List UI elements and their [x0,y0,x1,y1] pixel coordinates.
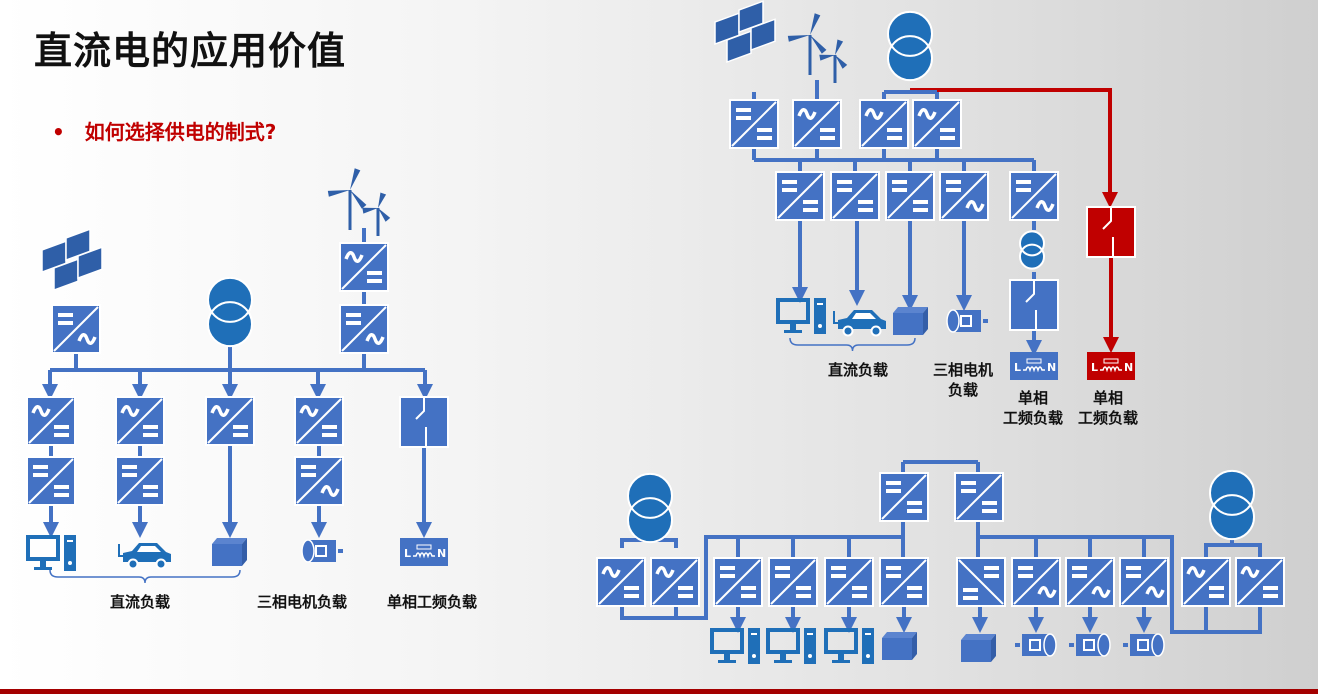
converter-icon [729,99,779,149]
converter-icon [1065,557,1115,607]
converter-icon [205,396,255,446]
converter-icon [26,396,76,446]
converter-icon [650,557,700,607]
label-motor-load-tr-2: 负载 [948,381,978,399]
bullet-question: • 如何选择供电的制式? [52,116,276,145]
switch-icon [1086,206,1136,258]
label-motor-load-tr-1: 三相电机 [933,361,993,379]
footer-bar [0,689,1318,694]
bus-line [1204,543,1262,557]
motor-icon [301,539,343,563]
label-dc-load: 直流负载 [110,593,170,611]
battery-icon [893,307,928,335]
converter-icon [956,557,1006,607]
bullet-text: 如何选择供电的制式? [84,120,277,144]
converter-icon [879,472,929,522]
bus-line [620,535,904,620]
converter-icon [1119,557,1169,607]
converter-icon [115,396,165,446]
label-single-phase-red-1: 单相 [1093,389,1123,407]
computer-icon [776,298,826,334]
motor-icon [1069,633,1111,657]
converter-icon [792,99,842,149]
transformer-icon [887,10,933,82]
load-group-brace [789,337,916,352]
motor-icon [946,309,988,333]
converter-icon [912,99,962,149]
label-single-phase-red-2: 工频负载 [1078,409,1138,427]
transformer-icon [627,472,673,544]
transformer-icon [1019,230,1045,270]
computer-icon [710,628,760,664]
transformer-icon [1209,469,1255,541]
computer-icon [26,535,76,571]
label-single-phase-tr-1: 单相 [1018,389,1048,407]
converter-icon [339,242,389,292]
converter-icon [713,557,763,607]
label-dc-load-tr: 直流负载 [828,361,888,379]
page-title: 直流电的应用价值 [34,29,347,73]
svg-text:L: L [404,547,411,560]
svg-text:L: L [1014,361,1021,374]
arrow-connector [910,88,1118,208]
load-group-brace [49,569,241,584]
battery-icon [961,634,996,662]
transformer-icon [207,276,253,348]
svg-text:N: N [437,547,446,560]
converter-icon [294,456,344,506]
bullet-icon: • [52,120,65,144]
converter-icon [885,171,935,221]
converter-icon [939,171,989,221]
wind-turbine-icon [362,192,391,236]
motor-icon [1015,633,1057,657]
converter-icon [768,557,818,607]
converter-icon [294,396,344,446]
label-motor-load: 三相电机负载 [257,593,347,611]
computer-icon [824,628,874,664]
converter-icon [596,557,646,607]
label-single-phase-load: 单相工频负载 [387,593,477,611]
converter-icon [824,557,874,607]
battery-icon [212,538,247,566]
solar-panel-icon [714,0,776,64]
converter-icon [954,472,1004,522]
wind-turbine-icon [327,168,367,230]
wind-turbine-icon [787,13,827,75]
motor-icon [1123,633,1165,657]
svg-text:N: N [1047,361,1056,374]
converter-icon [1009,171,1059,221]
converter-icon [1235,557,1285,607]
converter-icon [339,304,389,354]
svg-text:N: N [1124,361,1133,374]
solar-panel-icon [41,228,103,292]
wind-turbine-icon [819,39,848,83]
switch-icon [399,396,449,448]
label-single-phase-tr-2: 工频负载 [1003,409,1063,427]
converter-icon [859,99,909,149]
converter-icon [26,456,76,506]
converter-icon [775,171,825,221]
svg-text:L: L [1091,361,1098,374]
battery-icon [882,632,917,660]
electric-car-icon [833,310,886,337]
converter-icon [1181,557,1231,607]
electric-car-icon [118,543,171,570]
bus-line [976,521,1262,634]
converter-icon [830,171,880,221]
converter-icon [1011,557,1061,607]
switch-icon [1009,279,1059,331]
computer-icon [766,628,816,664]
converter-icon [115,456,165,506]
converter-icon [51,304,101,354]
converter-icon [879,557,929,607]
